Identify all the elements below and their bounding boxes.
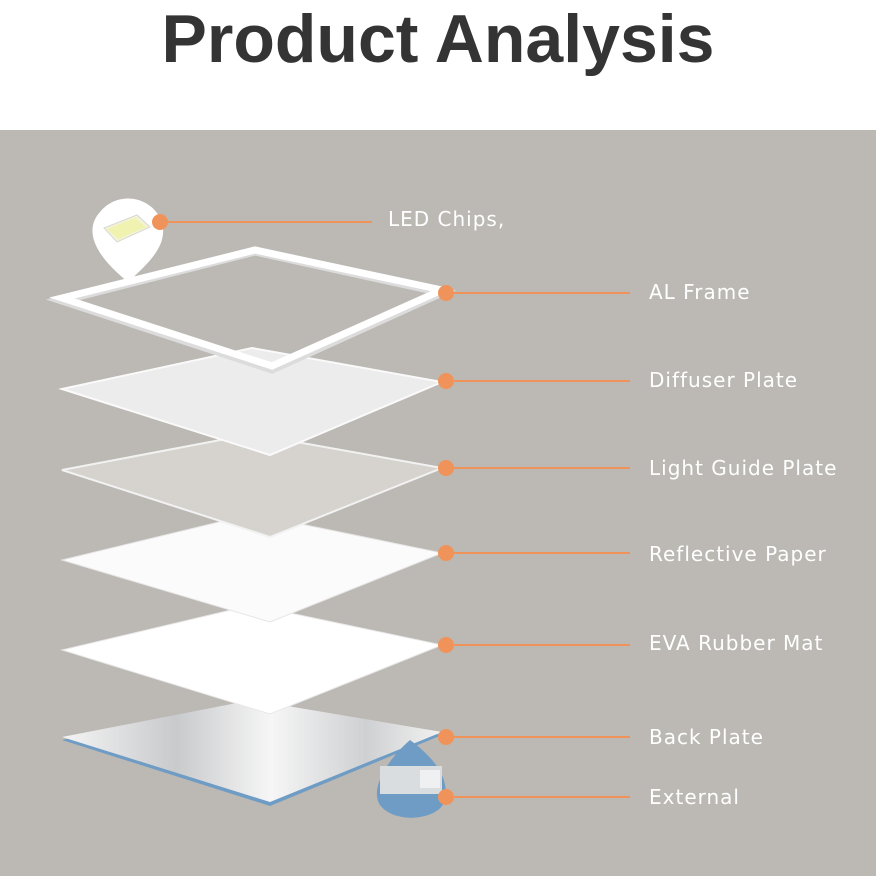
callout-dot	[438, 285, 454, 301]
callout-dot	[438, 729, 454, 745]
label-eva-rubber-mat: EVA Rubber Mat	[649, 631, 824, 655]
callout-dot	[438, 637, 454, 653]
callout-dot	[152, 214, 168, 230]
page-title: Product Analysis	[161, 1, 715, 77]
label-al-frame: AL Frame	[649, 280, 751, 304]
label-external: External	[649, 785, 740, 809]
leader-lines	[152, 214, 630, 805]
eva-rubber-mat-layer	[60, 604, 444, 715]
label-led-chips: LED Chips,	[388, 207, 506, 231]
label-back-plate: Back Plate	[649, 725, 764, 749]
external-callout	[376, 740, 446, 818]
callout-dot	[438, 789, 454, 805]
label-diffuser-plate: Diffuser Plate	[649, 368, 799, 392]
back-plate-layer	[62, 700, 442, 806]
callout-dot	[438, 373, 454, 389]
callout-dot	[438, 460, 454, 476]
callout-dot	[438, 545, 454, 561]
led-chip-callout	[92, 198, 164, 282]
label-light-guide-plate: Light Guide Plate	[649, 456, 838, 480]
label-reflective-paper: Reflective Paper	[649, 542, 827, 566]
